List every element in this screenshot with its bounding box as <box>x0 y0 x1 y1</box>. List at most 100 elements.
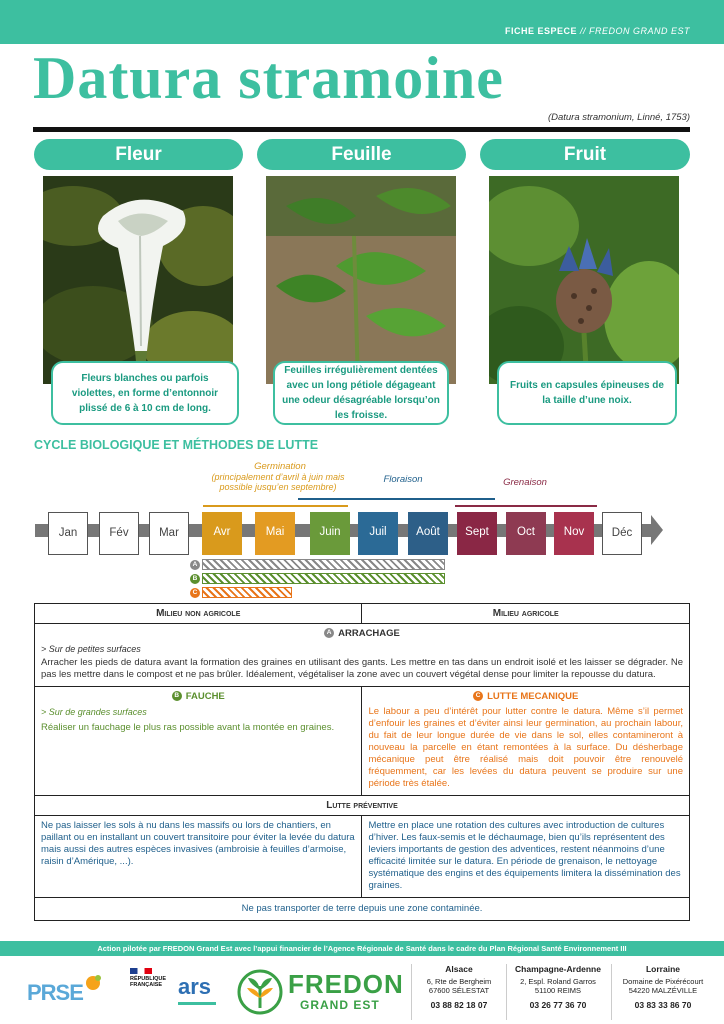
preventive-header: Lutte préventive <box>34 795 690 816</box>
fauche-badge: B <box>171 691 182 702</box>
cycle-title: CYCLE BIOLOGIQUE ET MÉTHODES DE LUTTE <box>34 438 319 452</box>
germination-label: Germination <box>254 461 306 472</box>
latin-name: (Datura stramonium, Linné, 1753) <box>547 112 690 123</box>
fredon-logo: FREDON GRAND EST <box>236 966 403 1018</box>
footer-divider <box>506 964 507 1020</box>
method-c-badge: C <box>190 588 200 598</box>
month-juin: Juin <box>310 512 350 555</box>
preventive-left-cell: Ne pas laisser les sols à nu dans les ma… <box>33 815 363 898</box>
arrachage-sub: > Sur de petites surfaces <box>41 644 141 654</box>
col-right-label: Milieu agricole <box>492 608 559 619</box>
fauche-text: Réaliser un fauchage le plus ras possibl… <box>41 722 335 733</box>
office-alsace-line1: 6, Rte de Bergheim <box>426 976 492 986</box>
col-header-agricole: Milieu agricole <box>361 603 690 624</box>
caption-fleur: Fleurs blanches ou parfois violettes, en… <box>51 361 239 425</box>
section-title-feuille: Feuille <box>257 139 466 170</box>
header-org: // FREDON GRAND EST <box>579 26 690 36</box>
prse-logo-text: PRSE <box>27 980 84 1005</box>
fauche-title: FAUCHE <box>185 691 225 702</box>
preventive-left-text: Ne pas laisser les sols à nu dans les ma… <box>41 820 355 867</box>
month-fev: Fév <box>99 512 139 555</box>
month-mai: Mai <box>255 512 295 555</box>
header-bar: FICHE ESPECE // FREDON GRAND EST <box>0 0 724 44</box>
fredon-logo-sub: GRAND EST <box>300 998 380 1012</box>
footer-divider <box>411 964 412 1020</box>
section-title-fleur: Fleur <box>34 139 243 170</box>
leaf-photo <box>266 176 456 384</box>
caption-feuille: Feuilles irrégulièrement dentées avec un… <box>273 361 449 425</box>
flower-photo <box>43 176 233 384</box>
floraison-label: Floraison <box>383 474 423 485</box>
caption-fruit: Fruits en capsules épineuses de la taill… <box>497 361 677 425</box>
month-jan: Jan <box>48 512 88 555</box>
republique-line1: RÉPUBLIQUE <box>130 976 167 982</box>
method-a-bar <box>202 559 445 570</box>
fruit-photo <box>489 176 679 384</box>
ars-logo: ars <box>178 974 228 1010</box>
month-oct: Oct <box>506 512 546 555</box>
method-a-badge: A <box>190 560 200 570</box>
arrachage-text: Arracher les pieds de datura avant la fo… <box>41 657 683 680</box>
method-c-bar <box>202 587 292 598</box>
office-lorraine-line2: 54220 MALZÉVILLE <box>628 986 698 995</box>
office-lorraine: Lorraine Domaine de Pixérécourt 54220 MA… <box>613 964 713 1010</box>
office-champagne-tel: 03 26 77 36 70 <box>529 999 587 1010</box>
title-rule <box>33 127 690 132</box>
office-champagne-line1: 2, Espl. Roland Garros <box>520 976 596 986</box>
office-lorraine-line1: Domaine de Pixérécourt <box>622 976 704 986</box>
office-alsace-tel: 03 88 82 18 07 <box>430 999 488 1010</box>
col-header-non-agricole: Milieu non agricole <box>33 603 363 624</box>
lutte-mecanique-title: LUTTE MECANIQUE <box>487 691 579 702</box>
republique-line2: FRANÇAISE <box>130 982 163 988</box>
timeline-arrow-head <box>651 515 663 545</box>
grenaison-label: Grenaison <box>503 477 547 488</box>
prse-logo: PRSE <box>25 970 115 1012</box>
table-footer-cell: Ne pas transporter de terre depuis une z… <box>34 897 690 921</box>
col-left-label: Milieu non agricole <box>156 608 241 619</box>
arrachage-title: ARRACHAGE <box>338 628 400 639</box>
header-type: FICHE ESPECE <box>504 26 577 36</box>
header-label: FICHE ESPECE // FREDON GRAND EST <box>505 26 690 36</box>
office-lorraine-tel: 03 83 33 86 70 <box>634 999 692 1010</box>
grenaison-line <box>455 505 597 507</box>
office-champagne-line2: 51100 REIMS <box>534 986 582 995</box>
month-juil: Juil <box>358 512 398 555</box>
month-avr: Avr <box>202 512 242 555</box>
month-dec: Déc <box>602 512 642 555</box>
month-sept: Sept <box>457 512 497 555</box>
office-lorraine-region: Lorraine <box>645 964 680 974</box>
section-title-fruit: Fruit <box>480 139 690 170</box>
ars-logo-text: ars <box>178 974 212 999</box>
preventive-right-cell: Mettre en place une rotation des culture… <box>361 815 690 898</box>
fredon-logo-text: FREDON <box>288 969 404 999</box>
arrachage-badge: A <box>324 628 335 639</box>
month-mar: Mar <box>149 512 189 555</box>
office-alsace: Alsace 6, Rte de Bergheim 67600 SÉLESTAT… <box>413 964 505 1010</box>
footer-divider <box>611 964 612 1020</box>
floraison-line <box>298 498 495 500</box>
month-aout: Août <box>408 512 448 555</box>
germination-note: (principalement d’avril à juin mais poss… <box>211 472 345 492</box>
office-champagne-region: Champagne-Ardenne <box>515 964 601 974</box>
month-nov: Nov <box>554 512 594 555</box>
method-b-bar <box>202 573 445 584</box>
republique-logo: RÉPUBLIQUE FRANÇAISE <box>130 968 180 1012</box>
method-b-badge: B <box>190 574 200 584</box>
preventive-right-text: Mettre en place une rotation des culture… <box>368 820 681 891</box>
office-alsace-line2: 67600 SÉLESTAT <box>428 986 490 995</box>
office-champagne: Champagne-Ardenne 2, Espl. Roland Garros… <box>508 964 608 1010</box>
table-footer-text: Ne pas transporter de terre depuis une z… <box>241 903 483 914</box>
germination-line <box>203 505 348 507</box>
page-title: Datura stramoine <box>33 45 504 111</box>
footer-banner: Action pilotée par FREDON Grand Est avec… <box>0 941 724 956</box>
lutte-mecanique-badge: C <box>473 691 484 702</box>
preventive-title: Lutte préventive <box>326 800 398 811</box>
lutte-mecanique-text: Le labour a peu d’intérêt pour lutter co… <box>368 706 683 789</box>
